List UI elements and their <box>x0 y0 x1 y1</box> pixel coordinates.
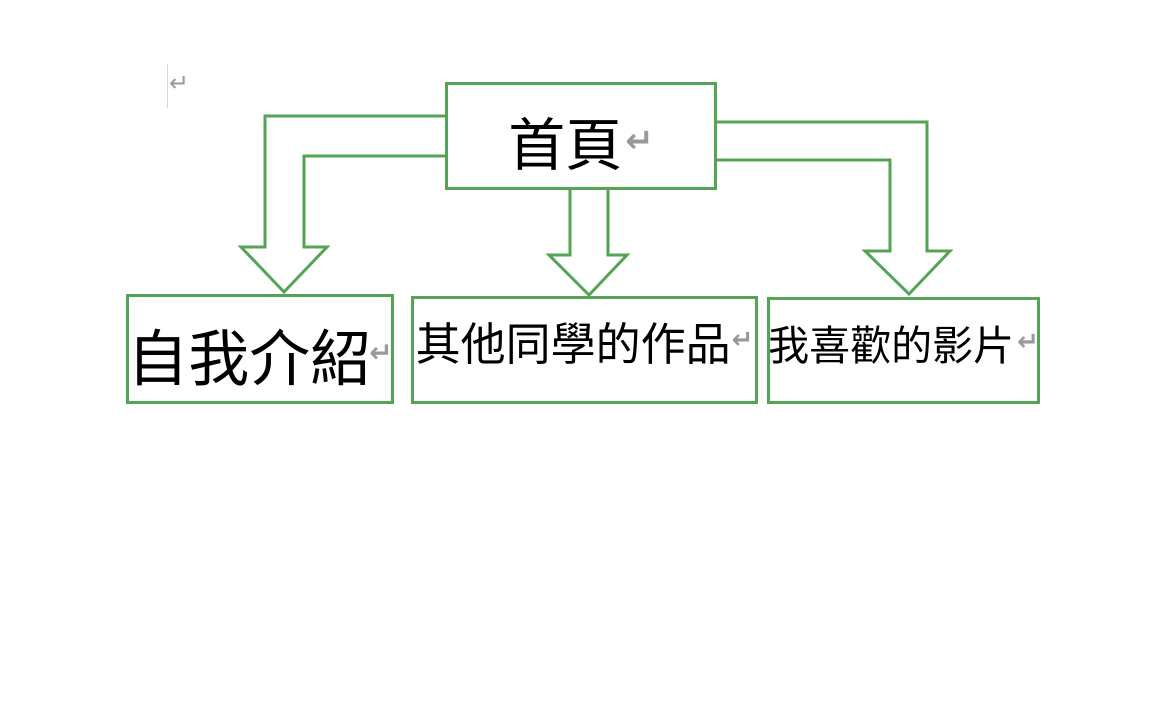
node-works-label: 其他同學的作品 <box>415 317 731 371</box>
text-cursor <box>167 64 168 108</box>
paragraph-mark: ↵ <box>169 69 190 97</box>
bent-arrow-right-icon[interactable] <box>717 120 954 297</box>
node-favorite-videos[interactable]: 我喜歡的影片 ↵ <box>767 297 1040 404</box>
node-videos-label: 我喜歡的影片 <box>768 321 1015 370</box>
node-classmates-works[interactable]: 其他同學的作品 ↵ <box>411 296 758 404</box>
node-self-introduction[interactable]: 自我介紹 ↵ <box>126 294 394 404</box>
line-break-mark: ↵ <box>625 121 654 161</box>
node-intro-label: 自我介紹 <box>127 323 372 395</box>
down-arrow-icon[interactable] <box>545 190 631 298</box>
line-break-mark: ↵ <box>369 336 393 369</box>
node-home-page[interactable]: 首頁 ↵ <box>445 82 717 190</box>
bent-arrow-left-icon[interactable] <box>237 114 445 295</box>
line-break-mark: ↵ <box>1017 326 1039 357</box>
node-home-label: 首頁 <box>508 113 623 179</box>
line-break-mark: ↵ <box>731 325 754 355</box>
